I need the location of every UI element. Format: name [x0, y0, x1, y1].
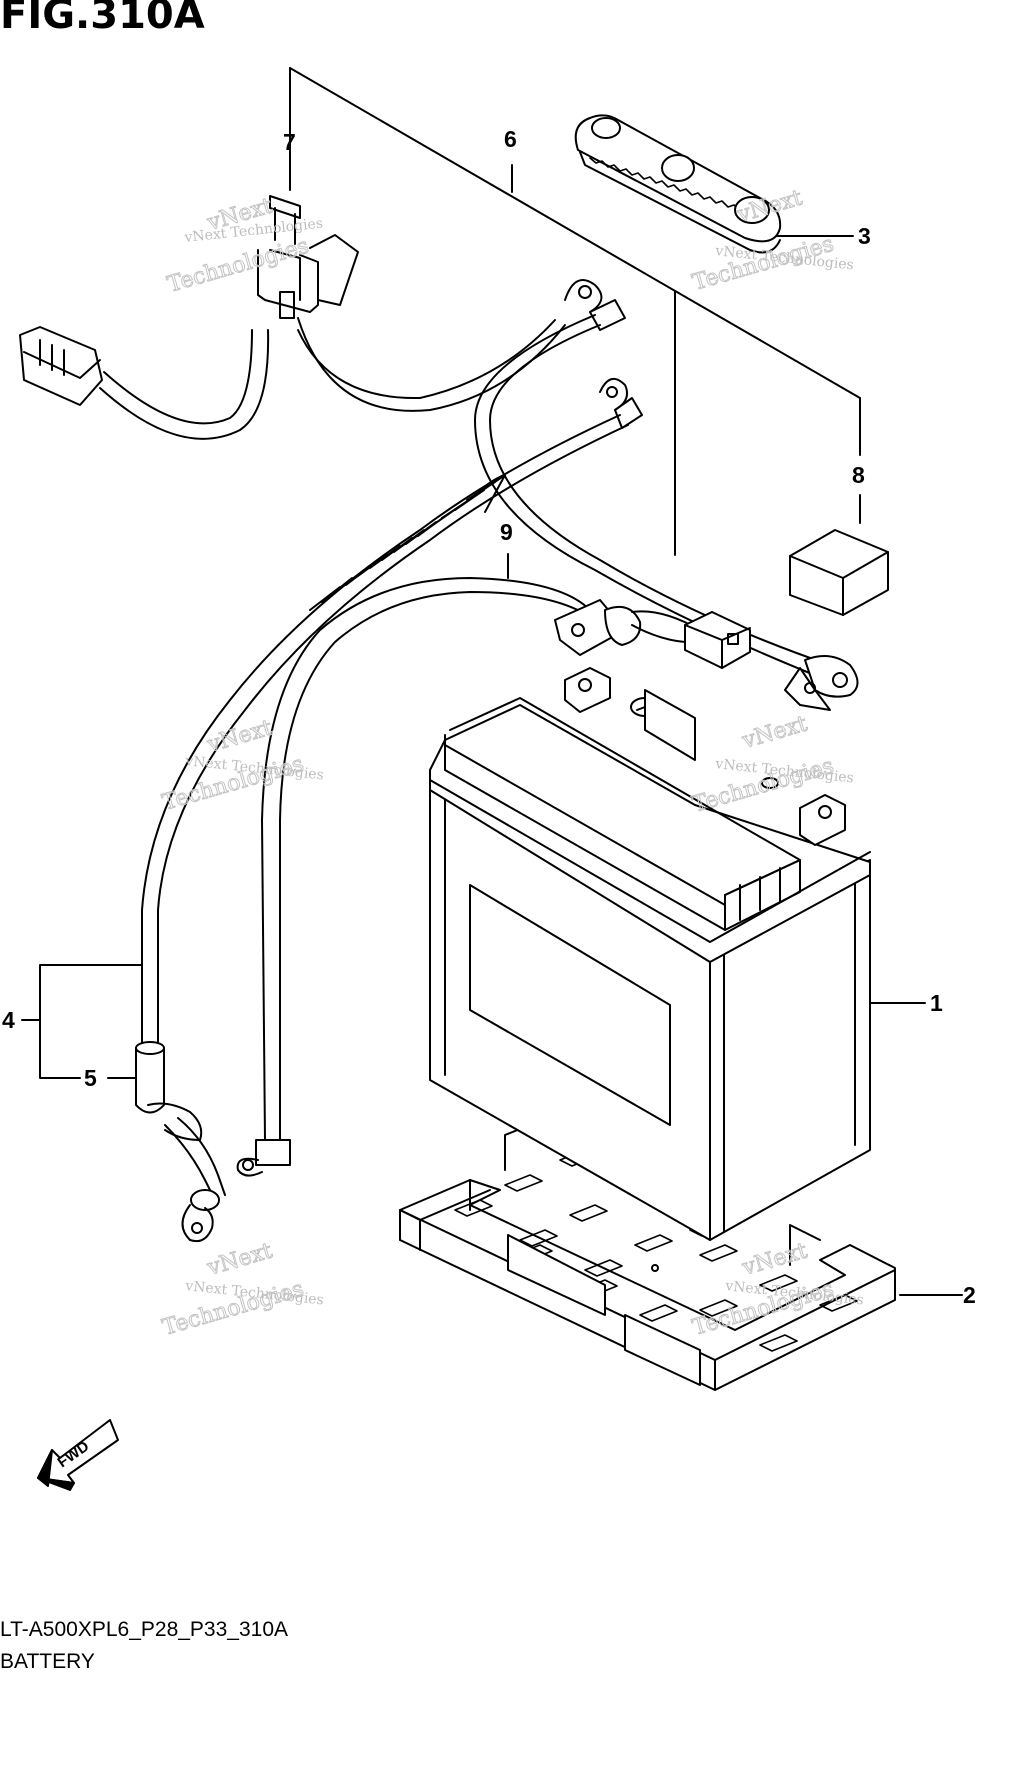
callout-4: 4 [2, 1007, 15, 1033]
battery-cable-9 [236, 577, 751, 1177]
fuse-holder [257, 195, 359, 319]
callout-3: 3 [858, 223, 871, 249]
page-name: BATTERY [0, 1650, 95, 1673]
leader-lines-group [21, 67, 963, 1296]
battery-cable-4 [135, 414, 629, 1243]
battery-tray [399, 1124, 896, 1391]
watermark-large: vNext [739, 712, 810, 755]
callout-9: 9 [500, 519, 513, 545]
terminal-cover [789, 529, 889, 616]
callout-2: 2 [963, 1282, 976, 1308]
callout-5: 5 [84, 1065, 97, 1091]
battery [429, 667, 871, 1241]
connector-harness [19, 317, 566, 440]
watermark-large: vNext [739, 1239, 810, 1282]
fwd-arrow [37, 1419, 119, 1491]
figure-title: FIG.310A [0, 0, 205, 38]
model-code: LT-A500XPL6_P28_P33_310A [0, 1618, 289, 1641]
callout-7: 7 [283, 129, 296, 155]
watermark-large: vNext [204, 1239, 275, 1282]
callout-1: 1 [930, 990, 943, 1016]
callout-8: 8 [852, 462, 865, 488]
battery-cable-6 [474, 314, 859, 711]
battery-band [574, 114, 782, 254]
upper-terminals [564, 279, 643, 429]
callout-6: 6 [504, 126, 517, 152]
